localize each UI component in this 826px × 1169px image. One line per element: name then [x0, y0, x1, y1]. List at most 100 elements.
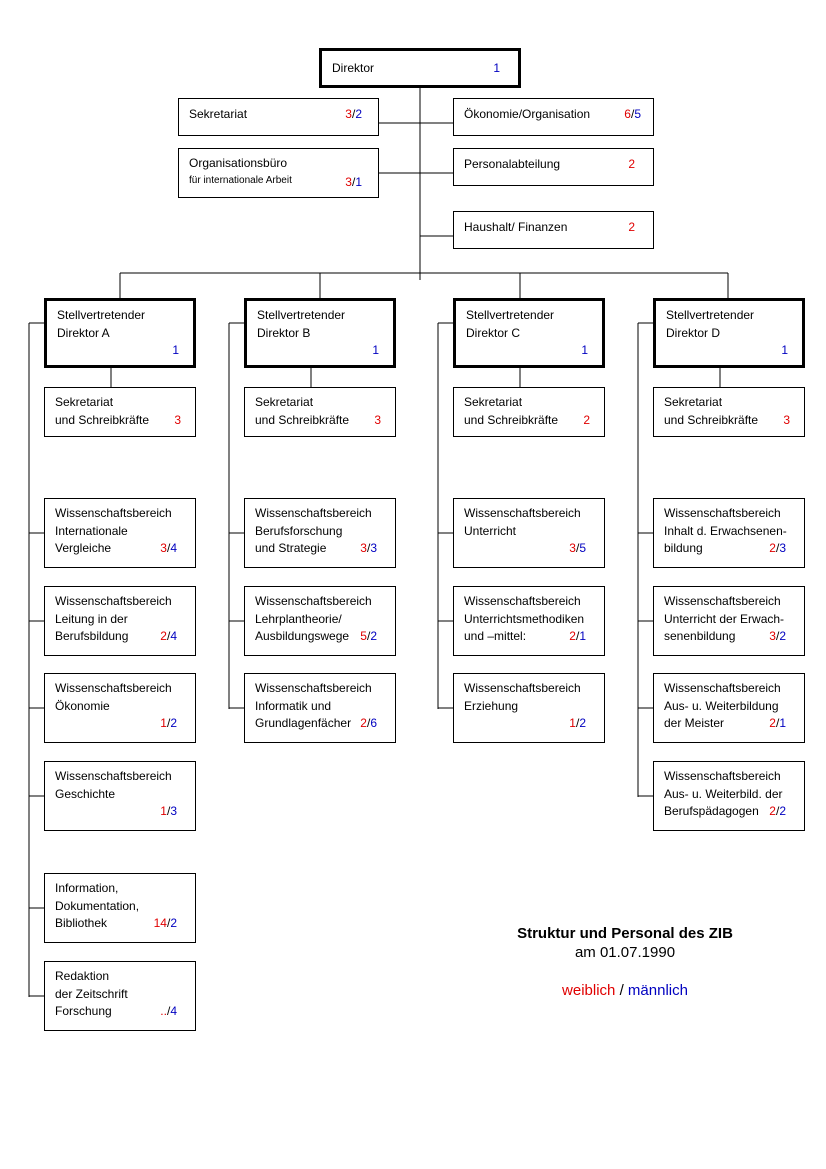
staff-male: 2 [355, 107, 362, 121]
unit-label-line: Direktor A [57, 325, 110, 340]
staff-male: 3 [170, 804, 177, 818]
staff-male: 2 [170, 916, 177, 930]
unit-label-line: Vergleiche [55, 541, 112, 555]
staff-male: 1 [779, 716, 786, 730]
staff-male: 2 [170, 716, 177, 730]
staff-count: 3/2 [345, 106, 362, 124]
unit-label-line: Wissenschaftsbereich [464, 506, 581, 520]
unit-label-line: Haushalt/ Finanzen [464, 220, 568, 234]
unit-label-line: Wissenschaftsbereich [464, 594, 581, 608]
staff-male: 5 [579, 541, 586, 555]
staff-separator: / [166, 804, 171, 818]
staff-count: 1 [172, 342, 179, 360]
staff-count: 1 [781, 342, 788, 360]
staff-separator: / [166, 1004, 171, 1018]
unit-label-line: Aus- u. Weiterbildung [664, 698, 779, 713]
unit-label-line: Leitung in der [55, 611, 128, 626]
staff-separator: / [166, 716, 171, 730]
unit-label-line: Sekretariat [255, 395, 314, 409]
unit-label-line: Bibliothek [55, 916, 108, 930]
legend-separator: / [615, 982, 628, 999]
unit-label-line: und Schreibkräfte [464, 412, 559, 427]
staff-female: 3 [374, 413, 381, 427]
staff-count: 1 [581, 342, 588, 360]
staff-count: ../4 [160, 1003, 177, 1021]
unit-label-line: Wissenschaftsbereich [664, 506, 781, 520]
staff-count: 2 [628, 156, 635, 174]
staff-male: 2 [779, 629, 786, 643]
staff-count: 2/6 [360, 715, 377, 733]
staff-count: 2/2 [769, 803, 786, 821]
unit-label: Direktor [332, 60, 374, 78]
legend-female: weiblich [562, 982, 616, 999]
staff-male: 2 [779, 804, 786, 818]
staff-female: 3 [360, 541, 367, 555]
unit-label-line: Sekretariat [189, 107, 248, 121]
staff-count: 2/3 [769, 540, 786, 558]
unit-label-line: der Meister [664, 716, 725, 730]
staff-female: 2 [769, 541, 776, 555]
unit-label-line: Wissenschaftsbereich [55, 769, 172, 783]
staff-count: 2 [583, 412, 590, 430]
staff-female: 1 [160, 716, 167, 730]
staff-male: 1 [372, 343, 379, 357]
staff-female: 3 [345, 107, 352, 121]
unit-label-line: Wissenschaftsbereich [255, 594, 372, 608]
unit-label-line: Berufsforschung [255, 523, 343, 538]
staff-count: 3/5 [569, 540, 586, 558]
unit-label-line: Stellvertretender [57, 308, 146, 322]
staff-count: 3/1 [345, 174, 362, 192]
unit-label: Sekretariat und Schreibkräfte [464, 394, 558, 429]
unit-label-line: Ausbildungswege [255, 629, 350, 643]
staff-male: 1 [579, 629, 586, 643]
unit-label-line: Wissenschaftsbereich [255, 506, 372, 520]
unit-label-line: und Schreibkräfte [255, 412, 350, 427]
staff-separator: / [575, 541, 580, 555]
unit-label-line: Direktor D [666, 325, 721, 340]
staff-count: 2 [628, 219, 635, 237]
staff-count: 6/5 [624, 106, 641, 124]
unit-label-line: Sekretariat [464, 395, 523, 409]
unit-label-line: Sekretariat [664, 395, 723, 409]
staff-count: 2/1 [569, 628, 586, 646]
staff-female: .. [160, 1004, 167, 1018]
staff-separator: / [366, 716, 371, 730]
unit-label-line: Redaktion [55, 969, 110, 983]
staff-female: 3 [345, 175, 352, 189]
unit-sublabel: für internationale Arbeit [189, 174, 292, 186]
staff-female: 3 [160, 541, 167, 555]
staff-male: 1 [172, 343, 179, 357]
staff-male: 4 [170, 1004, 177, 1018]
staff-male: 4 [170, 541, 177, 555]
unit-label-line: Inhalt d. Erwachsenen- [664, 523, 787, 538]
staff-separator: / [775, 541, 780, 555]
staff-female: 3 [783, 413, 790, 427]
unit-label-line: Wissenschaftsbereich [664, 769, 781, 783]
unit-label-line: Direktor B [257, 325, 311, 340]
unit-label-line: Stellvertretender [257, 308, 346, 322]
unit-label-line: senenbildung [664, 629, 736, 643]
